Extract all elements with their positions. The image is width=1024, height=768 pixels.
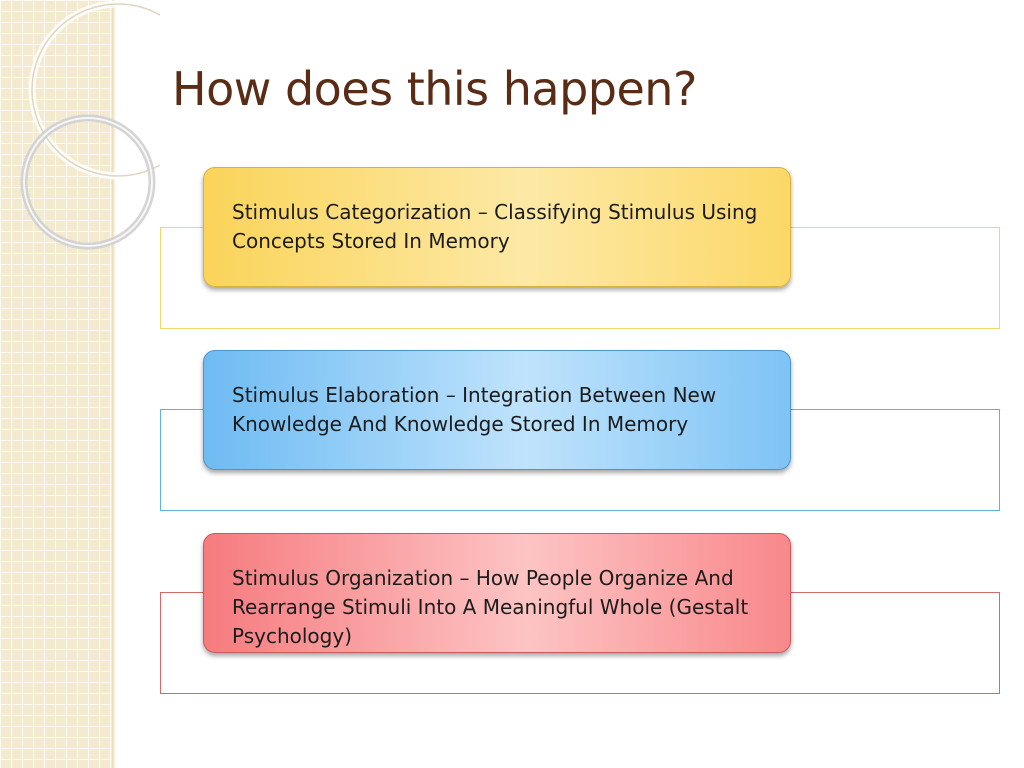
card-stimulus-categorization: Stimulus Categorization – Classifying St…: [203, 167, 791, 287]
slide-title: How does this happen?: [172, 62, 697, 116]
ring-small-highlight: [23, 117, 153, 247]
card-text: Stimulus Organization – How People Organ…: [232, 566, 749, 648]
card-text: Stimulus Elaboration – Integration Betwe…: [232, 383, 717, 436]
card-text: Stimulus Categorization – Classifying St…: [232, 200, 758, 253]
decorative-rings: [20, 0, 160, 250]
card-stimulus-organization: Stimulus Organization – How People Organ…: [203, 533, 791, 653]
ring-large-outline: [31, 3, 160, 177]
card-stimulus-elaboration: Stimulus Elaboration – Integration Betwe…: [203, 350, 791, 470]
band-edge: [112, 0, 116, 768]
